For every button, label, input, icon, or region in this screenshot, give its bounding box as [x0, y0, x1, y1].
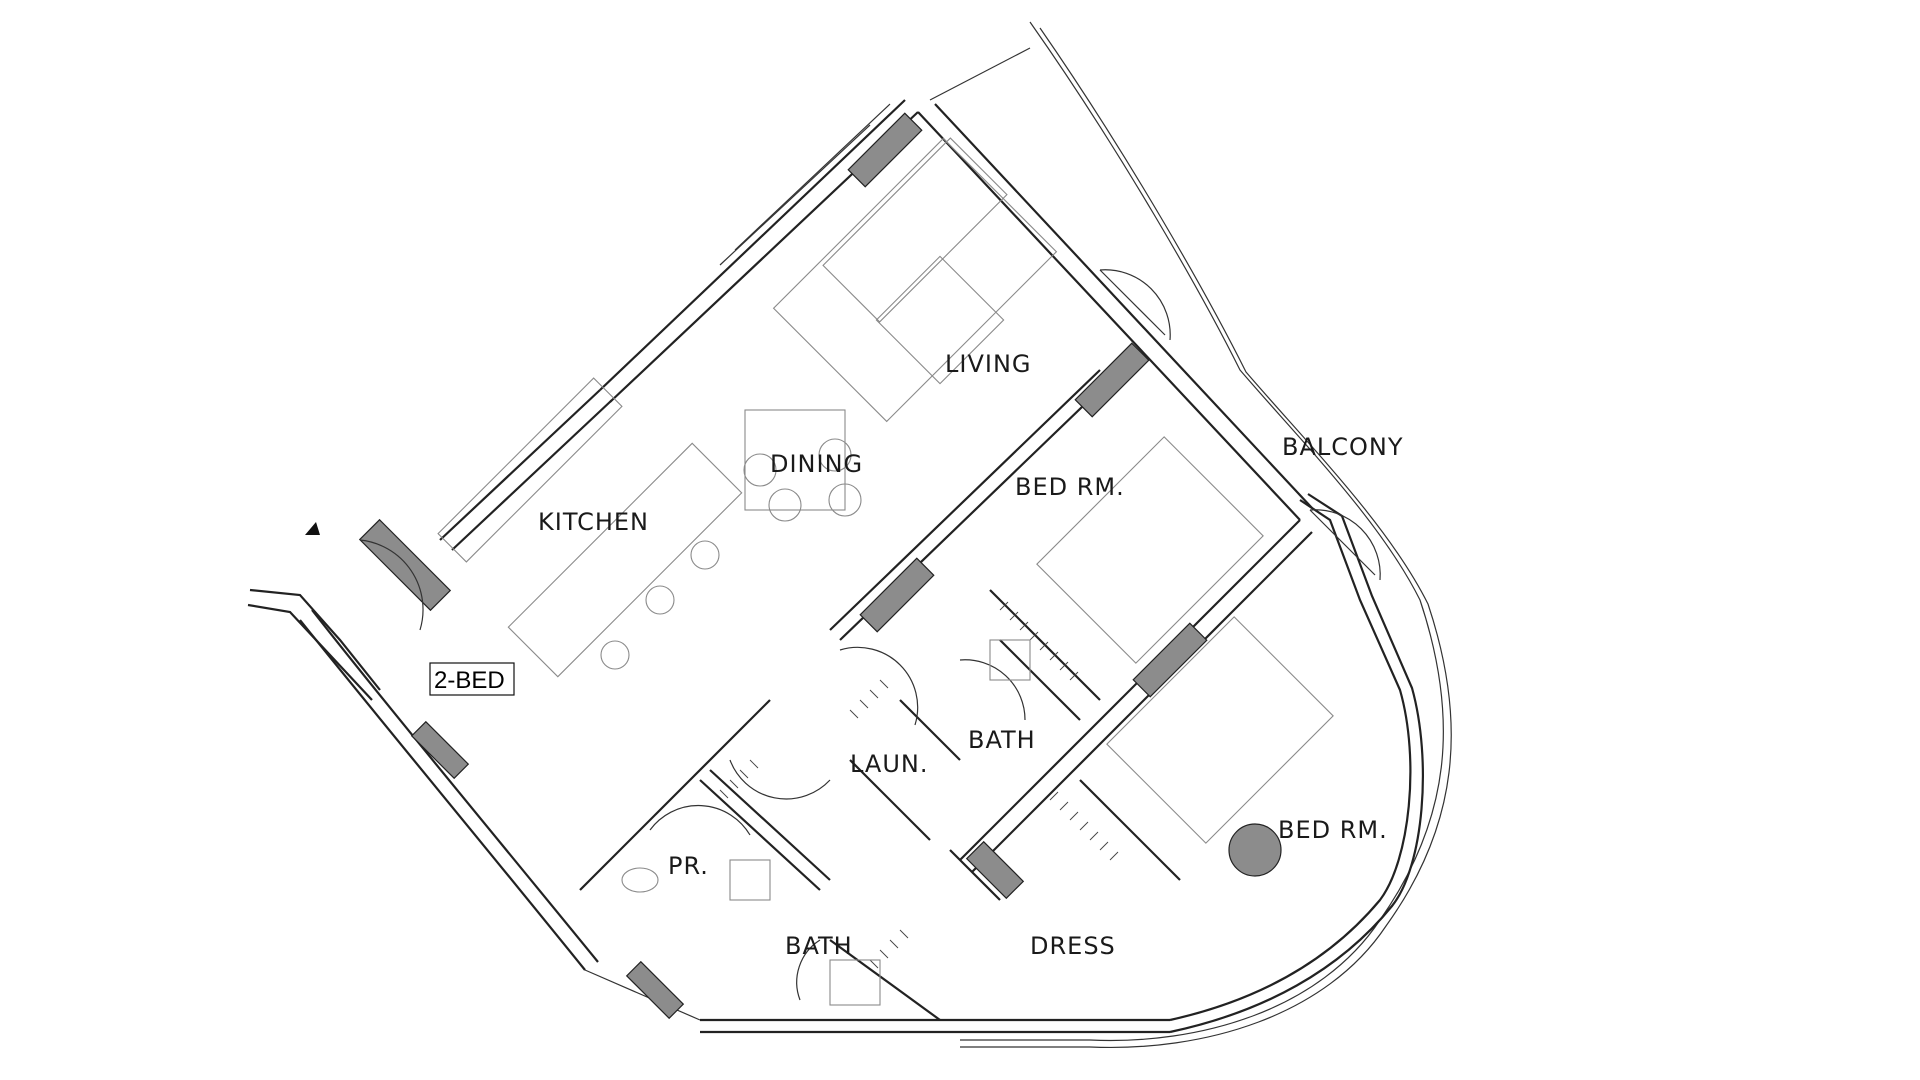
label-bath-1: BATH — [968, 726, 1036, 754]
label-dress: DRESS — [1030, 932, 1116, 960]
label-laundry: LAUN. — [850, 750, 929, 778]
label-kitchen: KITCHEN — [538, 508, 649, 536]
label-bedroom-1: BED RM. — [1015, 473, 1125, 501]
interior-walls — [579, 369, 1313, 1021]
label-powder-room: PR. — [668, 852, 709, 880]
structural-columns — [358, 112, 1282, 1020]
label-bedroom-2: BED RM. — [1278, 816, 1388, 844]
furniture — [437, 137, 1334, 1006]
unit-label: 2-BED — [434, 667, 505, 694]
label-living: LIVING — [945, 350, 1032, 378]
entry-marker-icon — [305, 522, 320, 535]
hatched-walls — [719, 601, 1119, 969]
label-bath-2: BATH — [785, 932, 853, 960]
balcony-boundary — [929, 21, 1452, 1049]
doors — [359, 269, 1381, 1001]
label-dining: DINING — [770, 450, 863, 478]
label-balcony: BALCONY — [1282, 433, 1404, 461]
exterior-walls — [247, 99, 1424, 1034]
unit-label-box: 2-BED — [429, 662, 515, 696]
